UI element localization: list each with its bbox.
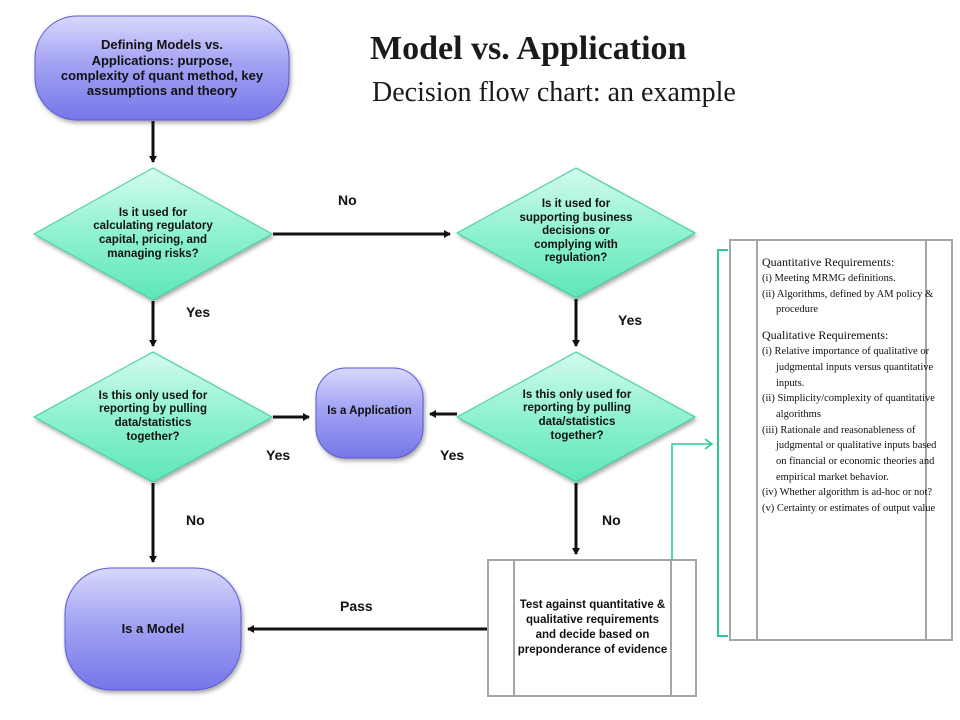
bracket-arrow-to-test — [671, 438, 714, 560]
qual-item: (v) Certainty or estimates of output val… — [762, 503, 936, 515]
quant-heading: Quantitative Requirements: — [762, 255, 895, 269]
decision-reporting-right-node — [455, 351, 697, 483]
model-node — [64, 567, 242, 691]
start-node — [34, 15, 290, 121]
test-text: Test against quantitative & qualitative … — [517, 598, 668, 657]
quant-item: (i) Meeting MRMG definitions. — [762, 273, 896, 284]
page-title: Model vs. Application — [370, 30, 687, 67]
label-q2-yes: Yes — [618, 312, 643, 328]
label-test-pass: Pass — [340, 598, 373, 614]
label-q3-yes: Yes — [266, 447, 291, 463]
requirements-text: Quantitative Requirements: (i) Meeting M… — [762, 254, 942, 517]
q2-text: Is it used for supporting business decis… — [519, 198, 633, 265]
application-text: Is a Application — [327, 405, 412, 418]
q3-text: Is this only used for reporting by pulli… — [98, 389, 208, 443]
label-q4-yes: Yes — [440, 447, 465, 463]
q4-text: Is this only used for reporting by pulli… — [522, 388, 632, 442]
requirements-box — [729, 239, 953, 641]
qual-item: (iii) Rationale and reasonableness of ju… — [762, 424, 937, 483]
label-q3-no: No — [186, 512, 205, 528]
decision-regulatory-node — [32, 167, 274, 301]
test-box — [487, 559, 697, 697]
qual-item: (i) Relative importance of qualitative o… — [762, 346, 934, 389]
q1-text: Is it used for calculating regulatory ca… — [93, 206, 213, 260]
page-subtitle: Decision flow chart: an example — [372, 77, 736, 108]
label-q4-no: No — [602, 512, 621, 528]
quant-item: (ii) Algorithms, defined by AM policy & … — [762, 288, 934, 316]
label-q1-no: No — [338, 192, 357, 208]
label-q1-yes: Yes — [186, 304, 211, 320]
qual-item: (iv) Whether algorithm is ad-hoc or not? — [762, 487, 933, 499]
qual-heading: Qualitative Requirements: — [762, 328, 889, 343]
requirements-bracket — [717, 249, 728, 637]
start-node-text: Defining Models vs. Applications: purpos… — [60, 37, 264, 99]
model-text: Is a Model — [121, 621, 185, 637]
application-node — [315, 367, 424, 459]
qual-item: (ii) Simplicity/complexity of quantitati… — [762, 393, 935, 420]
decision-business-node — [455, 167, 697, 299]
decision-reporting-left-node — [32, 351, 274, 483]
